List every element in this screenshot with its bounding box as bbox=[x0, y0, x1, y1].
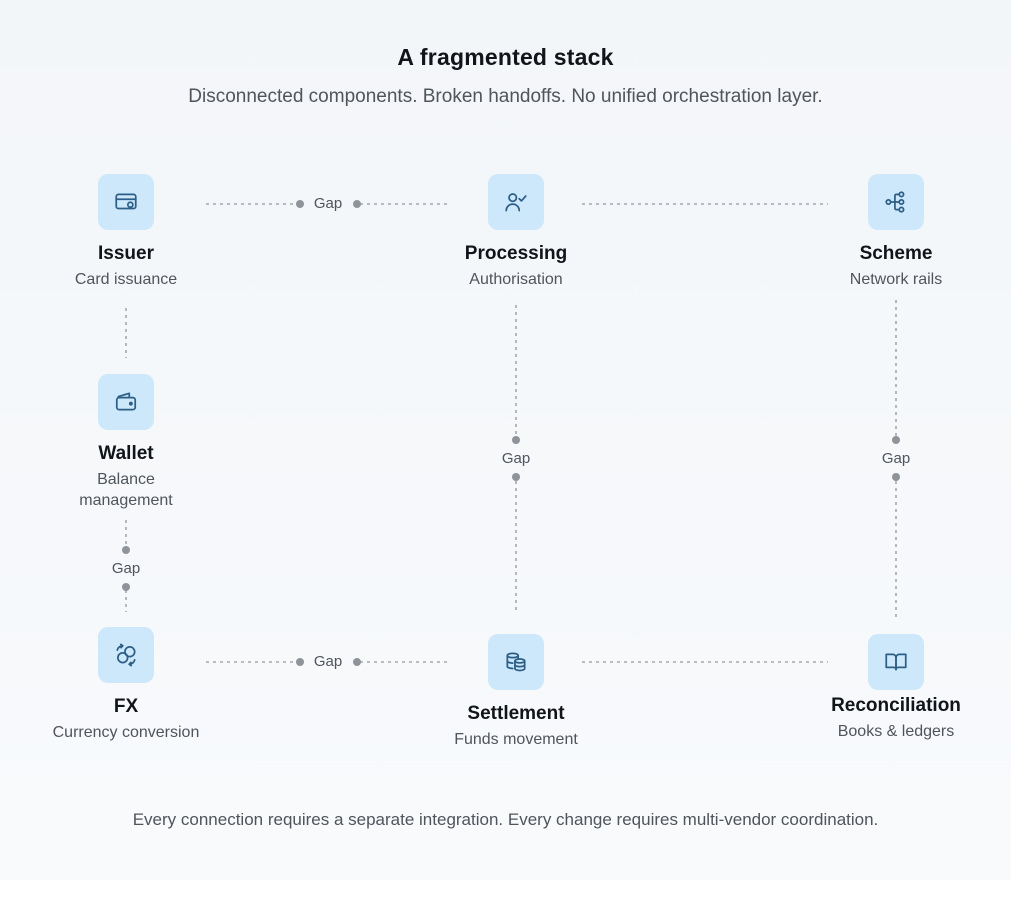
database-icon bbox=[488, 634, 544, 690]
node-issuer: Issuer Card issuance bbox=[16, 174, 236, 290]
gap-dot bbox=[296, 658, 304, 666]
network-icon bbox=[868, 174, 924, 230]
gap-label-wallet-fx: Gap bbox=[111, 560, 141, 577]
credit-card-icon bbox=[98, 174, 154, 230]
gap-label-processing-settlement: Gap bbox=[501, 450, 531, 467]
node-reconciliation: Reconciliation Books & ledgers bbox=[786, 634, 1006, 742]
node-processing-name: Processing bbox=[464, 243, 568, 264]
page-bottom bbox=[0, 880, 1011, 916]
gap-label-fx-settlement: Gap bbox=[313, 653, 343, 670]
gap-dot bbox=[512, 436, 520, 444]
node-wallet: Wallet Balance management bbox=[16, 374, 236, 511]
node-settlement-desc: Funds movement bbox=[454, 731, 578, 748]
gap-dot bbox=[892, 436, 900, 444]
diagram-canvas: A fragmented stack Disconnected componen… bbox=[0, 0, 1011, 880]
gap-dot bbox=[353, 200, 361, 208]
node-wallet-name: Wallet bbox=[98, 443, 154, 464]
node-processing: Processing Authorisation bbox=[406, 174, 626, 290]
wallet-icon bbox=[98, 374, 154, 430]
node-reconciliation-desc: Books & ledgers bbox=[837, 723, 955, 740]
node-processing-desc: Authorisation bbox=[469, 271, 563, 288]
gap-dot bbox=[122, 546, 130, 554]
node-reconciliation-name: Reconciliation bbox=[831, 695, 961, 716]
node-scheme-desc: Network rails bbox=[849, 271, 943, 288]
node-fx-name: FX bbox=[113, 696, 139, 717]
gap-label-issuer-processing: Gap bbox=[313, 195, 343, 212]
gap-dot bbox=[296, 200, 304, 208]
node-wallet-desc: Balance management bbox=[79, 471, 173, 509]
gap-dot bbox=[122, 583, 130, 591]
diagram-title: A fragmented stack bbox=[397, 44, 614, 70]
gap-dot bbox=[512, 473, 520, 481]
user-check-icon bbox=[488, 174, 544, 230]
node-issuer-desc: Card issuance bbox=[74, 271, 178, 288]
book-icon bbox=[868, 634, 924, 690]
gap-dot bbox=[353, 658, 361, 666]
node-settlement: Settlement Funds movement bbox=[406, 634, 626, 750]
currency-exchange-icon bbox=[98, 627, 154, 683]
node-scheme: Scheme Network rails bbox=[786, 174, 1006, 290]
gap-label-scheme-reconciliation: Gap bbox=[881, 450, 911, 467]
gap-dot bbox=[892, 473, 900, 481]
diagram-subtitle: Disconnected components. Broken handoffs… bbox=[188, 86, 823, 107]
connector-lines bbox=[122, 200, 900, 666]
node-fx: FX Currency conversion bbox=[16, 627, 236, 743]
node-settlement-name: Settlement bbox=[467, 703, 565, 724]
node-fx-desc: Currency conversion bbox=[52, 724, 200, 741]
node-scheme-name: Scheme bbox=[859, 243, 933, 264]
node-issuer-name: Issuer bbox=[98, 243, 154, 264]
footer-note: Every connection requires a separate int… bbox=[132, 810, 879, 829]
